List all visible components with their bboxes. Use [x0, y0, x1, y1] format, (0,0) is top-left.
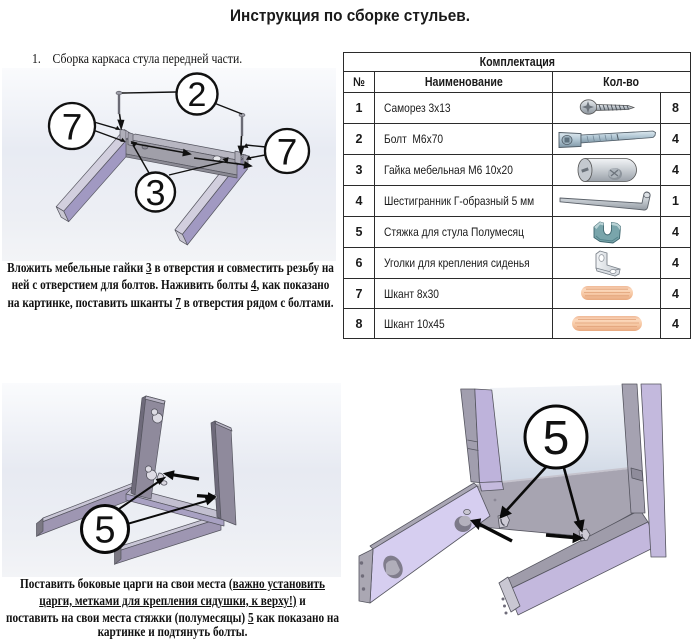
svg-text:7: 7: [277, 131, 298, 172]
svg-text:5: 5: [543, 412, 570, 465]
svg-text:3: 3: [145, 172, 165, 213]
svg-text:5: 5: [94, 509, 115, 551]
svg-text:2: 2: [188, 76, 207, 114]
svg-text:7: 7: [62, 106, 83, 147]
